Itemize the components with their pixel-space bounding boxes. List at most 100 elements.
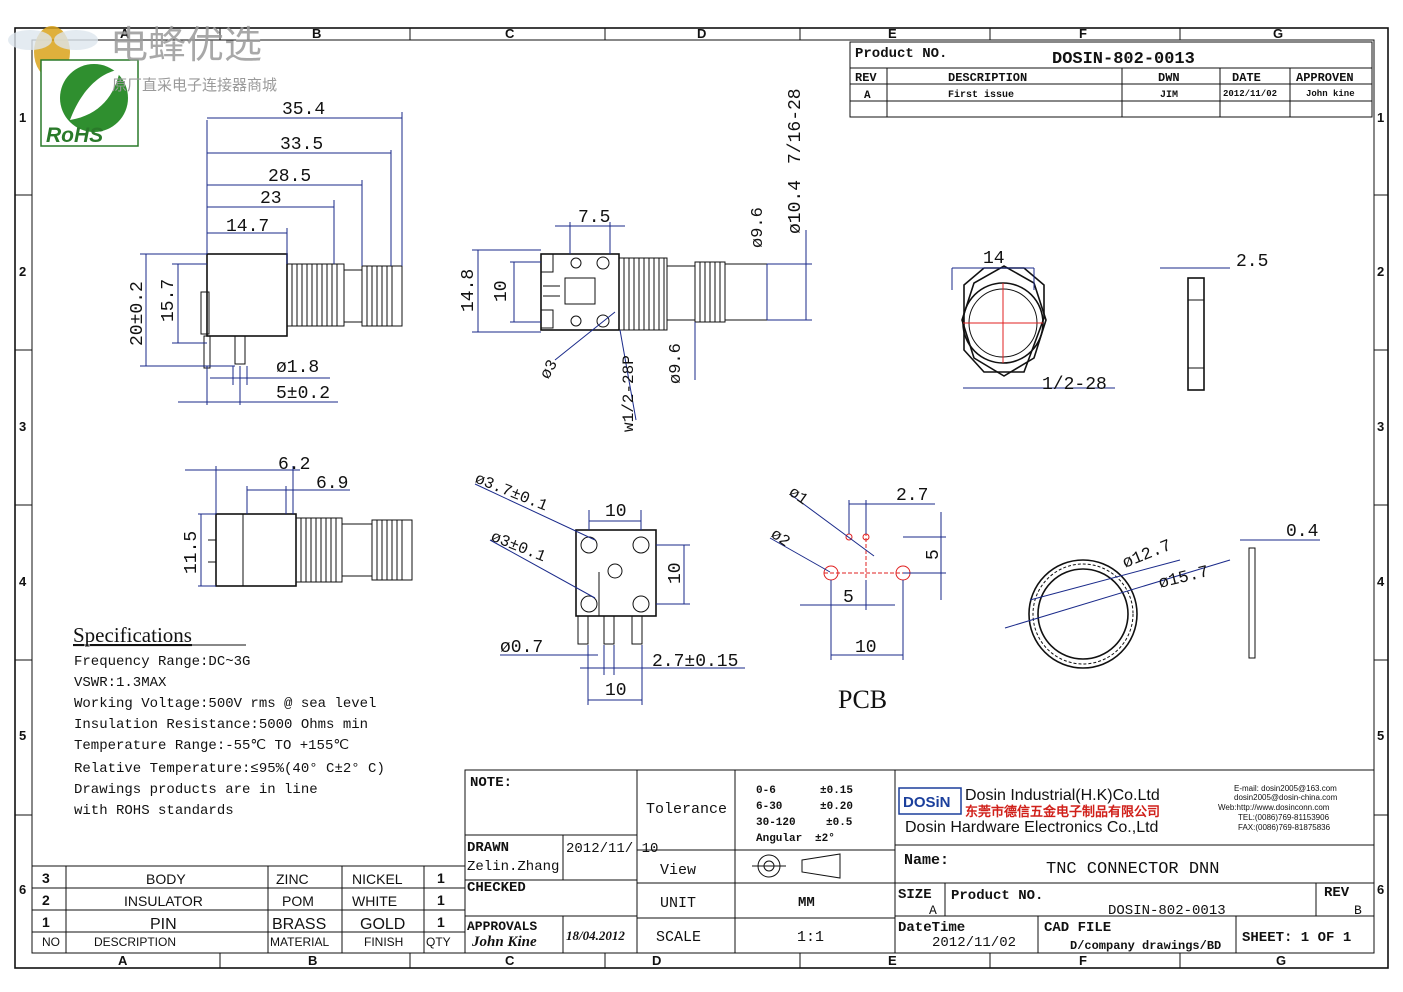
dim-label: 10 — [605, 502, 627, 522]
outer-frame — [14, 27, 1389, 969]
spec-line: with ROHS standards — [74, 803, 234, 819]
dim-label: ø12.7 — [1120, 537, 1174, 574]
col-label-bottom: B — [308, 953, 317, 968]
tolerance-value: ±0.15 — [820, 785, 853, 797]
drawn-label: DRAWN — [467, 840, 509, 856]
dim-label: 5±0.2 — [276, 384, 330, 404]
bom-cell: 2 — [42, 892, 50, 908]
rev-cell: JIM — [1160, 90, 1178, 101]
dim-label: ø3±0.1 — [488, 528, 548, 566]
tolerance-range: 0-6 — [756, 785, 776, 797]
spec-line: Drawings products are in line — [74, 782, 318, 798]
bom-cell: 1 — [437, 914, 445, 930]
unit-label: UNIT — [660, 895, 696, 912]
dim-label: ø1.8 — [276, 358, 319, 378]
col-label-top: C — [505, 26, 515, 41]
dim-label: ø9.6 — [749, 207, 768, 248]
hex-nut: 14 1/2-28 2.5 — [951, 249, 1268, 395]
contact-line: E-mail: dosin2005@163.com — [1234, 784, 1337, 793]
bom-cell: 1 — [437, 892, 445, 908]
cad-label: CAD FILE — [1044, 920, 1111, 936]
unit-value: MM — [798, 895, 815, 911]
projection-icon — [752, 853, 841, 879]
spec-line: Working Voltage:500V rms @ sea level — [74, 696, 376, 712]
rev-header: DESCRIPTION — [948, 71, 1027, 85]
contact-line: FAX:(0086)769-81875836 — [1238, 823, 1331, 832]
bom-cell: 3 — [42, 870, 50, 886]
dim-label: 35.4 — [282, 100, 325, 120]
company-cn: 东莞市德信五金电子制品有限公司 — [965, 804, 1160, 819]
tolerance-range: 30-120 — [756, 817, 796, 829]
name-label: Name: — [904, 852, 949, 869]
dim-label: 14.7 — [226, 217, 269, 237]
tolerance-value: ±0.5 — [826, 817, 853, 829]
bom-cell: PIN — [150, 916, 177, 933]
spec-line: Relative Temperature:≤95%(40° C±2° C) — [74, 761, 385, 777]
bom-cell: BRASS — [272, 916, 326, 933]
datetime-value: 2012/11/02 — [932, 935, 1016, 951]
dim-label: 10 — [605, 681, 627, 701]
dim-label: ø3 — [537, 357, 562, 383]
dim-label: ø10.4 — [786, 180, 806, 234]
col-label-bottom: C — [505, 953, 515, 968]
row-label-left: 5 — [19, 728, 26, 743]
col-label-bottom: E — [888, 953, 897, 968]
company-en2: Dosin Hardware Electronics Co.,Ltd — [905, 819, 1158, 836]
bom-cell: NICKEL — [352, 871, 403, 887]
dim-label: 5 — [843, 588, 854, 608]
border-ticks — [15, 28, 1388, 968]
rev-value: B — [1354, 903, 1362, 918]
datetime-label: DateTime — [898, 920, 965, 936]
tolerance-value: ±0.20 — [820, 801, 853, 813]
bom-cell: BODY — [146, 871, 186, 887]
col-label-top: F — [1079, 26, 1087, 41]
row-label-right: 6 — [1377, 882, 1384, 897]
dim-label: 6.2 — [278, 455, 310, 475]
sheet-label: SHEET: 1 OF 1 — [1242, 930, 1351, 946]
dim-label: ø2 — [767, 525, 793, 551]
pcb-label: PCB — [838, 685, 887, 714]
bom-cell: GOLD — [360, 916, 405, 933]
specs-title: Specifications — [73, 623, 192, 647]
contact-line: Web:http://www.dosinconn.com — [1218, 803, 1330, 812]
bom-header: FINISH — [364, 935, 403, 949]
part-name: TNC CONNECTOR DNN — [1046, 860, 1219, 879]
cad-path: D/company drawings/BD — [1070, 939, 1221, 953]
dim-label: 1/2-28 — [1042, 375, 1107, 395]
row-label-right: 5 — [1377, 728, 1384, 743]
row-label-left: 2 — [19, 264, 26, 279]
dim-label: 5 — [924, 549, 944, 560]
rev-cell: First issue — [948, 89, 1014, 101]
title-block: NOTE: DRAWN Zelin.Zhang 2012/11/ 10 CHEC… — [464, 769, 1375, 954]
approval-signature: John Kine — [471, 934, 537, 950]
col-label-bottom: G — [1276, 953, 1286, 968]
scale-label: SCALE — [656, 929, 701, 946]
row-label-right: 4 — [1377, 574, 1385, 589]
checked-label: CHECKED — [467, 880, 526, 896]
watermark-sub: 原厂直采电子连接器商城 — [112, 77, 277, 94]
spec-line: Frequency Range:DC~3G — [74, 654, 250, 670]
dim-label: 10 — [492, 280, 512, 302]
dim-label: 23 — [260, 189, 282, 209]
drawn-date: 2012/11/ 10 — [566, 841, 658, 857]
approval-date: 18/04.2012 — [566, 928, 625, 943]
bom-cell: INSULATOR — [124, 893, 203, 909]
dim-label: ø9.6 — [667, 343, 686, 384]
bom-cell: 1 — [42, 914, 50, 930]
dim-label: 33.5 — [280, 135, 323, 155]
bom-cell: POM — [282, 893, 314, 909]
drawn-name: Zelin.Zhang — [467, 859, 559, 875]
product-label: Product NO. — [951, 888, 1043, 904]
side-view-1-dims: 35.4 33.5 28.5 23 14.7 20±0.2 15.7 ø1.8 … — [128, 100, 403, 405]
rev-header: DATE — [1232, 71, 1261, 85]
row-label-right: 3 — [1377, 419, 1384, 434]
col-label-bottom: F — [1079, 953, 1087, 968]
dim-label: 28.5 — [268, 167, 311, 187]
bom-cell: WHITE — [352, 893, 397, 909]
approvals-label: APPROVALS — [467, 919, 537, 934]
dim-label: 11.5 — [182, 531, 202, 574]
rev-product-label: Product NO. — [855, 46, 947, 62]
tolerance-range: Angular — [756, 833, 802, 845]
dim-label: w1/2-28P — [620, 355, 638, 432]
